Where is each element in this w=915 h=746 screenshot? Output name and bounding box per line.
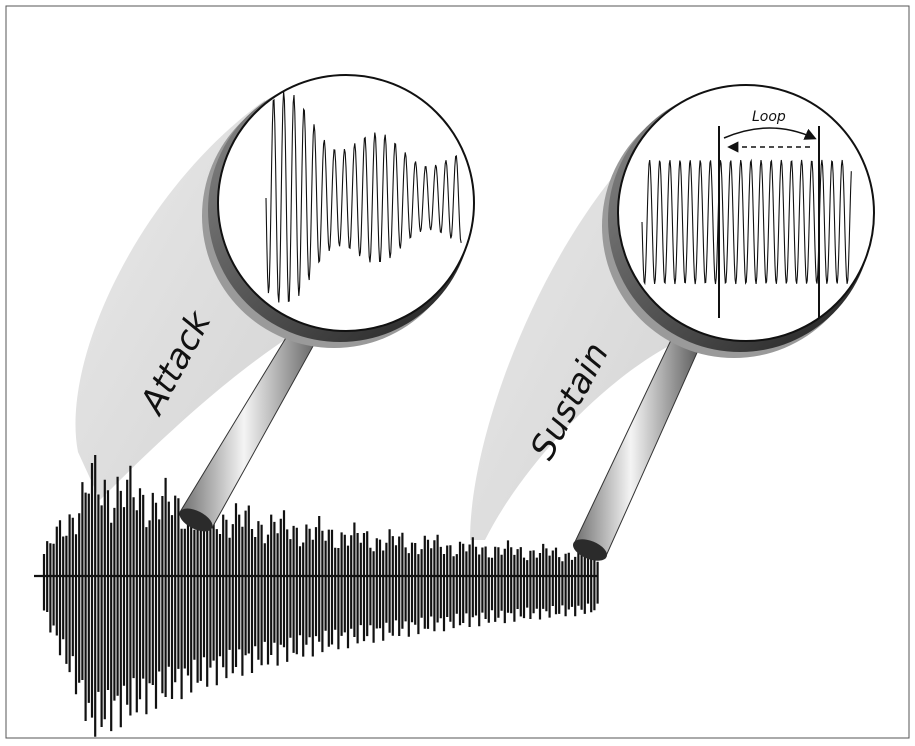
attack-zoomed-waveform — [265, 91, 462, 303]
attack-magnifier-icon — [202, 74, 475, 348]
sustain-zoomed-waveform — [641, 158, 852, 286]
attack-lens-face — [217, 74, 475, 332]
main-waveform — [34, 455, 599, 737]
loop-arc — [723, 127, 817, 140]
sustain-magnifier-icon: Loop — [602, 84, 875, 358]
loop-label: Loop — [752, 109, 786, 125]
sustain-lens-face — [617, 84, 875, 342]
